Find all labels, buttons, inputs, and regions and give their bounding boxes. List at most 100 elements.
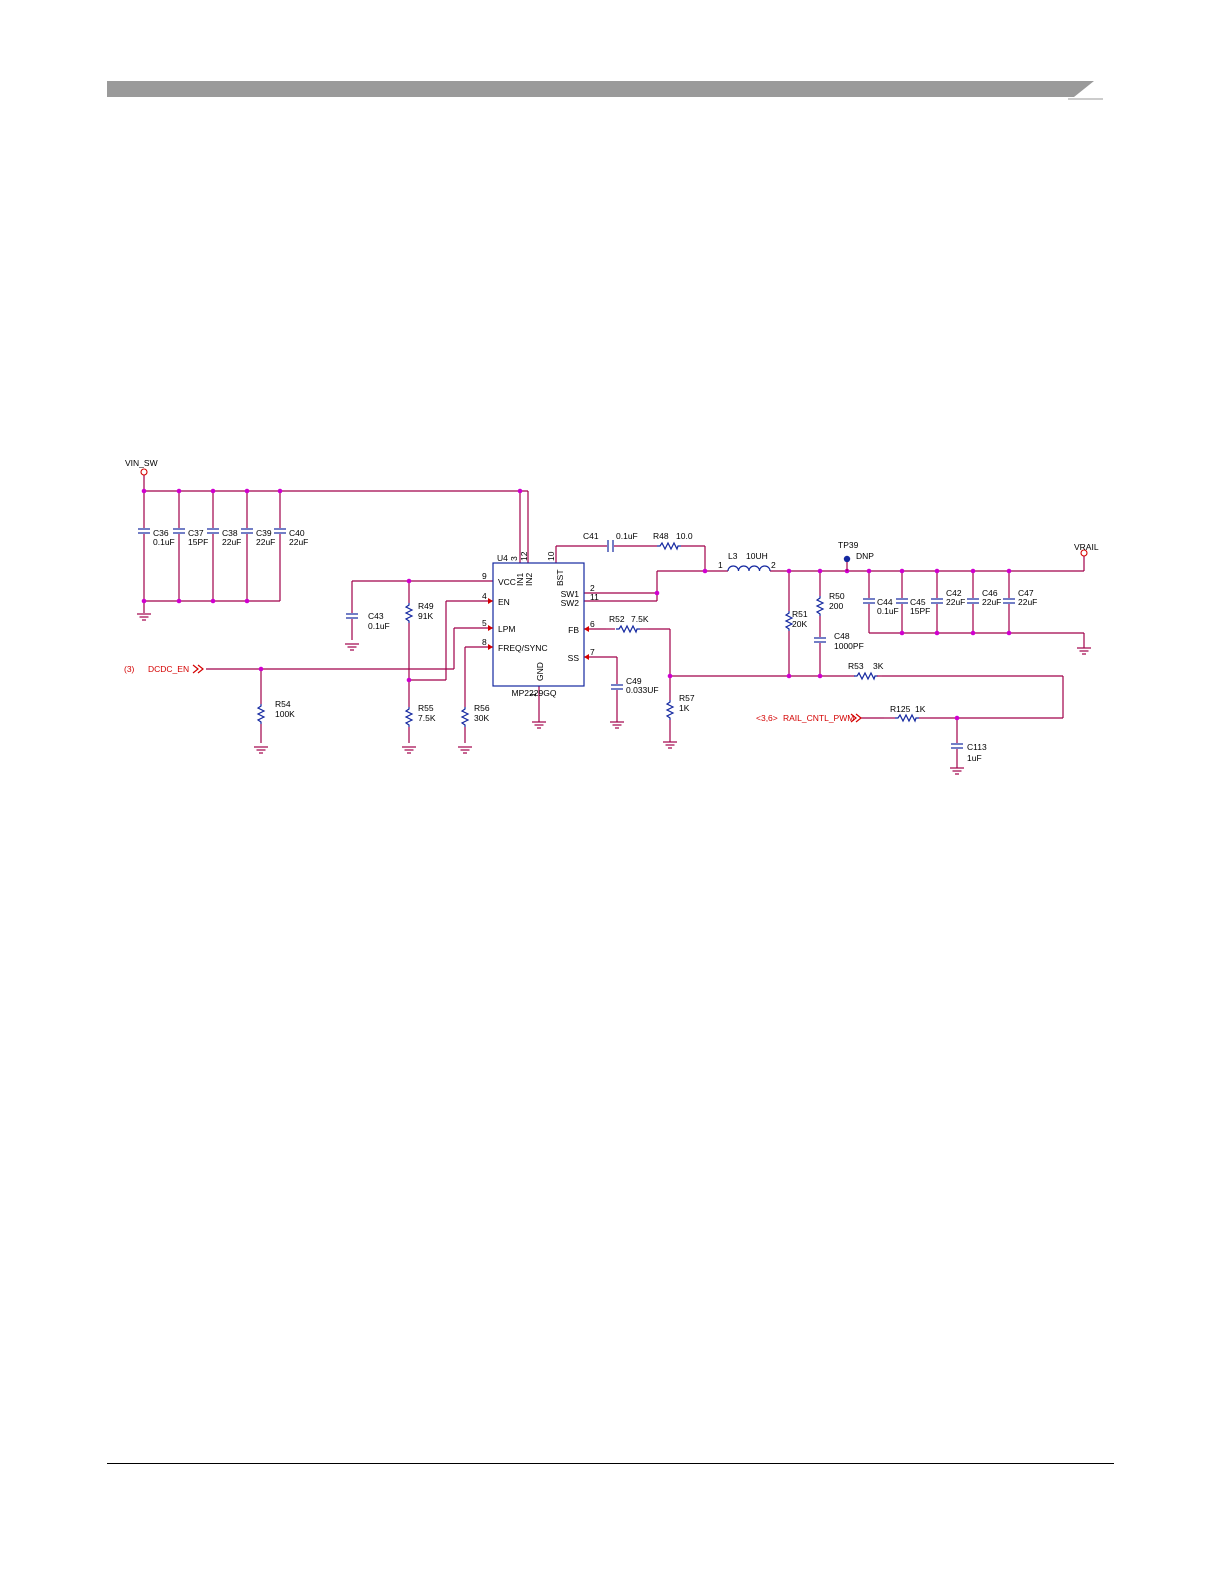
c36-ref: C36 (153, 528, 169, 538)
c38-value: 22uF (222, 537, 241, 547)
rail-pwm-ref: <3,6> (756, 713, 778, 723)
r56: R56 30K (460, 703, 490, 728)
r52-value: 7.5K (631, 614, 649, 624)
r56-ref: R56 (474, 703, 490, 713)
pinnum-in1: 3 (509, 556, 519, 561)
l3-pin1: 1 (718, 560, 723, 570)
l3-ref: L3 (728, 551, 738, 561)
pin-gnd: GND (535, 662, 545, 681)
c41-value: 0.1uF (616, 531, 638, 541)
c39-value: 22uF (256, 537, 275, 547)
ground-symbols (136, 613, 1092, 775)
r48-ref: R48 (653, 531, 669, 541)
r50-ref: R50 (829, 591, 845, 601)
pinnum-in2: 12 (519, 551, 529, 561)
pinnum-sw2: 11 (590, 592, 599, 602)
c45-ref: C45 (910, 597, 926, 607)
c37-ref: C37 (188, 528, 204, 538)
pin-vcc: VCC (498, 577, 516, 587)
pinnum-sw1: 2 (590, 583, 595, 593)
c48-ref: C48 (834, 631, 850, 641)
c43: C43 0.1uF (345, 611, 390, 631)
r55-value: 7.5K (418, 713, 436, 723)
ic-u4: U4 MP2229GQ VCC EN LPM FREQ/SYNC 9 4 5 8… (482, 551, 599, 698)
c49: C49 0.033UF (610, 676, 659, 695)
r49: R49 91K (404, 601, 434, 624)
pinnum-gnd: 1 (528, 692, 538, 697)
r49-value: 91K (418, 611, 433, 621)
r52-ref: R52 (609, 614, 625, 624)
c42-value: 22uF (946, 597, 965, 607)
tp39-ref: TP39 (838, 540, 859, 550)
pin-in2: IN2 (524, 573, 534, 587)
dcdc-en-label: DCDC_EN (148, 664, 189, 674)
c44-value: 0.1uF (877, 606, 899, 616)
rail-pwm-label: RAIL_CNTL_PWM (783, 713, 854, 723)
l3-pin2: 2 (771, 560, 776, 570)
c37-value: 15PF (188, 537, 208, 547)
c40-value: 22uF (289, 537, 308, 547)
c43-value: 0.1uF (368, 621, 390, 631)
r51-ref: R51 (792, 609, 808, 619)
c49-ref: C49 (626, 676, 642, 686)
pinnum-vcc: 9 (482, 571, 487, 581)
r53-ref: R53 (848, 661, 864, 671)
r50: R50 200 (815, 591, 845, 617)
r51-value: 20K (792, 619, 807, 629)
pinnum-freq: 8 (482, 637, 487, 647)
pin-ss: SS (568, 653, 580, 663)
vin-sw-label: VIN_SW (125, 458, 158, 468)
junction-dots (141, 488, 1012, 721)
r57-ref: R57 (679, 693, 695, 703)
pin-lpm: LPM (498, 624, 515, 634)
test-point-tp39: TP39 DNP (838, 540, 874, 571)
c45-value: 15PF (910, 606, 930, 616)
c113-value: 1uF (967, 753, 982, 763)
c42-ref: C42 (946, 588, 962, 598)
c41: C41 0.1uF (583, 531, 638, 552)
pin-fb: FB (568, 625, 579, 635)
c47-ref: C47 (1018, 588, 1034, 598)
pin-freq: FREQ/SYNC (498, 643, 548, 653)
r48: R48 10.0 (653, 531, 693, 550)
c36-value: 0.1uF (153, 537, 175, 547)
c43-ref: C43 (368, 611, 384, 621)
c46-value: 22uF (982, 597, 1001, 607)
input-capacitors: C36 0.1uF C37 15PF C38 22uF C39 22uF C40… (137, 528, 308, 547)
r49-ref: R49 (418, 601, 434, 611)
pin-in1: IN1 (515, 573, 525, 587)
rail-pwm-port: <3,6> RAIL_CNTL_PWM (756, 713, 862, 723)
r56-value: 30K (474, 713, 489, 723)
c40-ref: C40 (289, 528, 305, 538)
c48-value: 1000PF (834, 641, 864, 651)
pin-sw2: SW2 (561, 598, 580, 608)
c44-ref: C44 (877, 597, 893, 607)
r54-ref: R54 (275, 699, 291, 709)
r57-value: 1K (679, 703, 690, 713)
pinnum-fb: 6 (590, 619, 595, 629)
output-capacitors: C44 0.1uF C45 15PF C42 22uF C46 22uF C47… (862, 588, 1037, 616)
r52: R52 7.5K (606, 614, 649, 633)
vrail-connector: VRAIL (1074, 542, 1099, 557)
page-header-banner (107, 81, 1103, 100)
r125-ref: R125 (890, 704, 911, 714)
r125-value: 1K (915, 704, 926, 714)
c113: C113 1uF (950, 742, 987, 763)
ic-part: MP2229GQ (512, 688, 557, 698)
c49-value: 0.033UF (626, 685, 659, 695)
pin-sw1: SW1 (561, 589, 580, 599)
l3-value: 10UH (746, 551, 768, 561)
c41-ref: C41 (583, 531, 599, 541)
dcdc-en-port: (3) DCDC_EN (124, 664, 204, 674)
ic-ref: U4 (497, 553, 508, 563)
r50-value: 200 (829, 601, 843, 611)
vrail-label: VRAIL (1074, 542, 1099, 552)
r48-value: 10.0 (676, 531, 693, 541)
vin-sw-connector: VIN_SW (125, 458, 158, 476)
pin-bst: BST (555, 569, 565, 586)
r54: R54 100K (256, 699, 295, 725)
inductor-l3: L3 10UH 1 2 (718, 551, 776, 572)
r55-ref: R55 (418, 703, 434, 713)
footer-rule (107, 1463, 1114, 1464)
